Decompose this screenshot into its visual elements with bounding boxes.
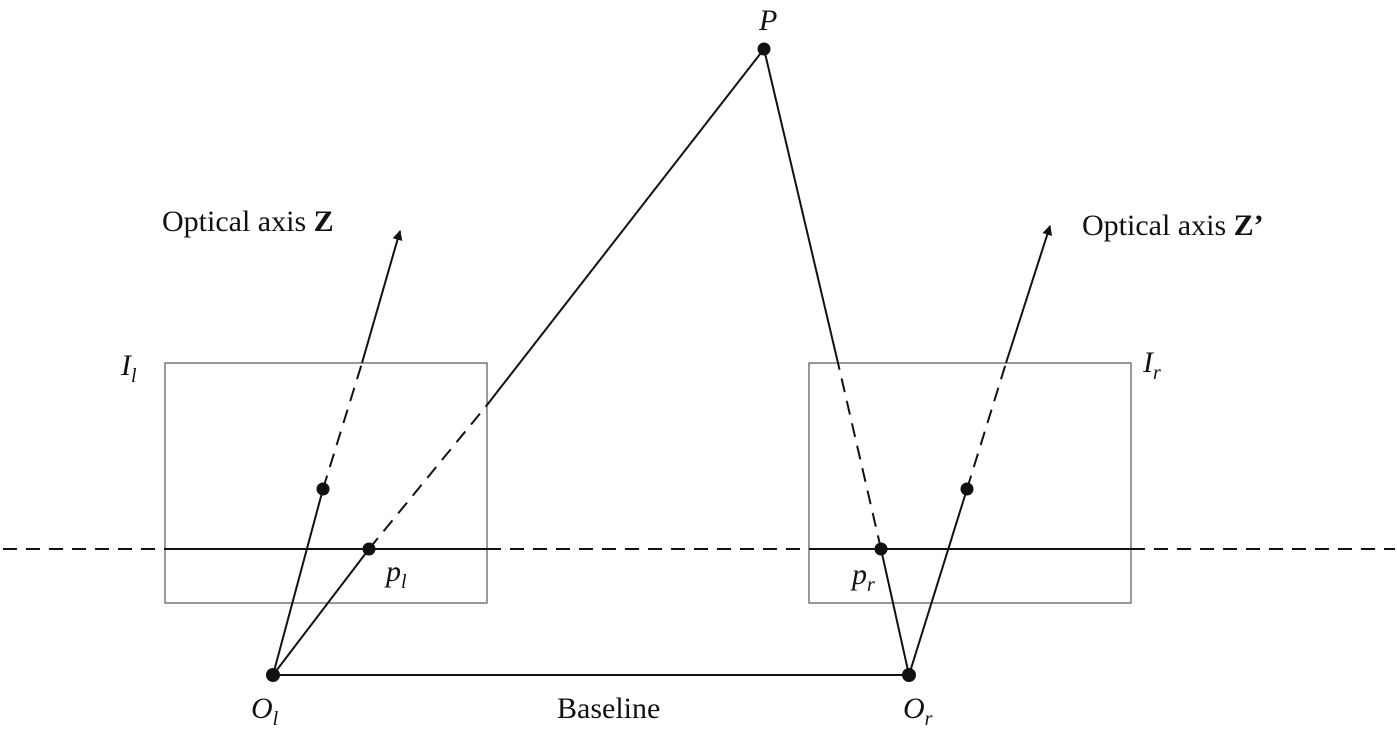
right-camera-center-label: Or	[903, 692, 933, 730]
right-image-plane-label: Ir	[1142, 346, 1161, 384]
right-projection-dot	[874, 542, 888, 556]
left-projection-label: pl	[384, 555, 407, 593]
right-optical-axis	[908, 225, 1053, 676]
right-image-plane	[808, 362, 1132, 604]
right-ray	[763, 48, 910, 676]
left-camera-center-label: Ol	[251, 692, 279, 730]
optical-axis-left-label: Optical axis Z	[162, 205, 334, 238]
right-projection-label: pr	[850, 558, 875, 596]
left-camera-center-dot	[266, 668, 280, 682]
right-principal-point-dot	[960, 482, 974, 496]
left-image-plane-label: Il	[120, 349, 137, 387]
optical-axis-right-label: Optical axis Z’	[1082, 209, 1264, 242]
left-principal-point-dot	[316, 482, 330, 496]
left-ray	[272, 48, 765, 676]
right-camera-center-dot	[902, 668, 916, 682]
left-projection-dot	[362, 542, 376, 556]
left-image-plane	[164, 362, 488, 604]
baseline-label: Baseline	[557, 692, 660, 725]
left-optical-axis	[272, 230, 403, 676]
point-p-label: P	[758, 4, 777, 37]
point-p-dot	[757, 42, 771, 56]
